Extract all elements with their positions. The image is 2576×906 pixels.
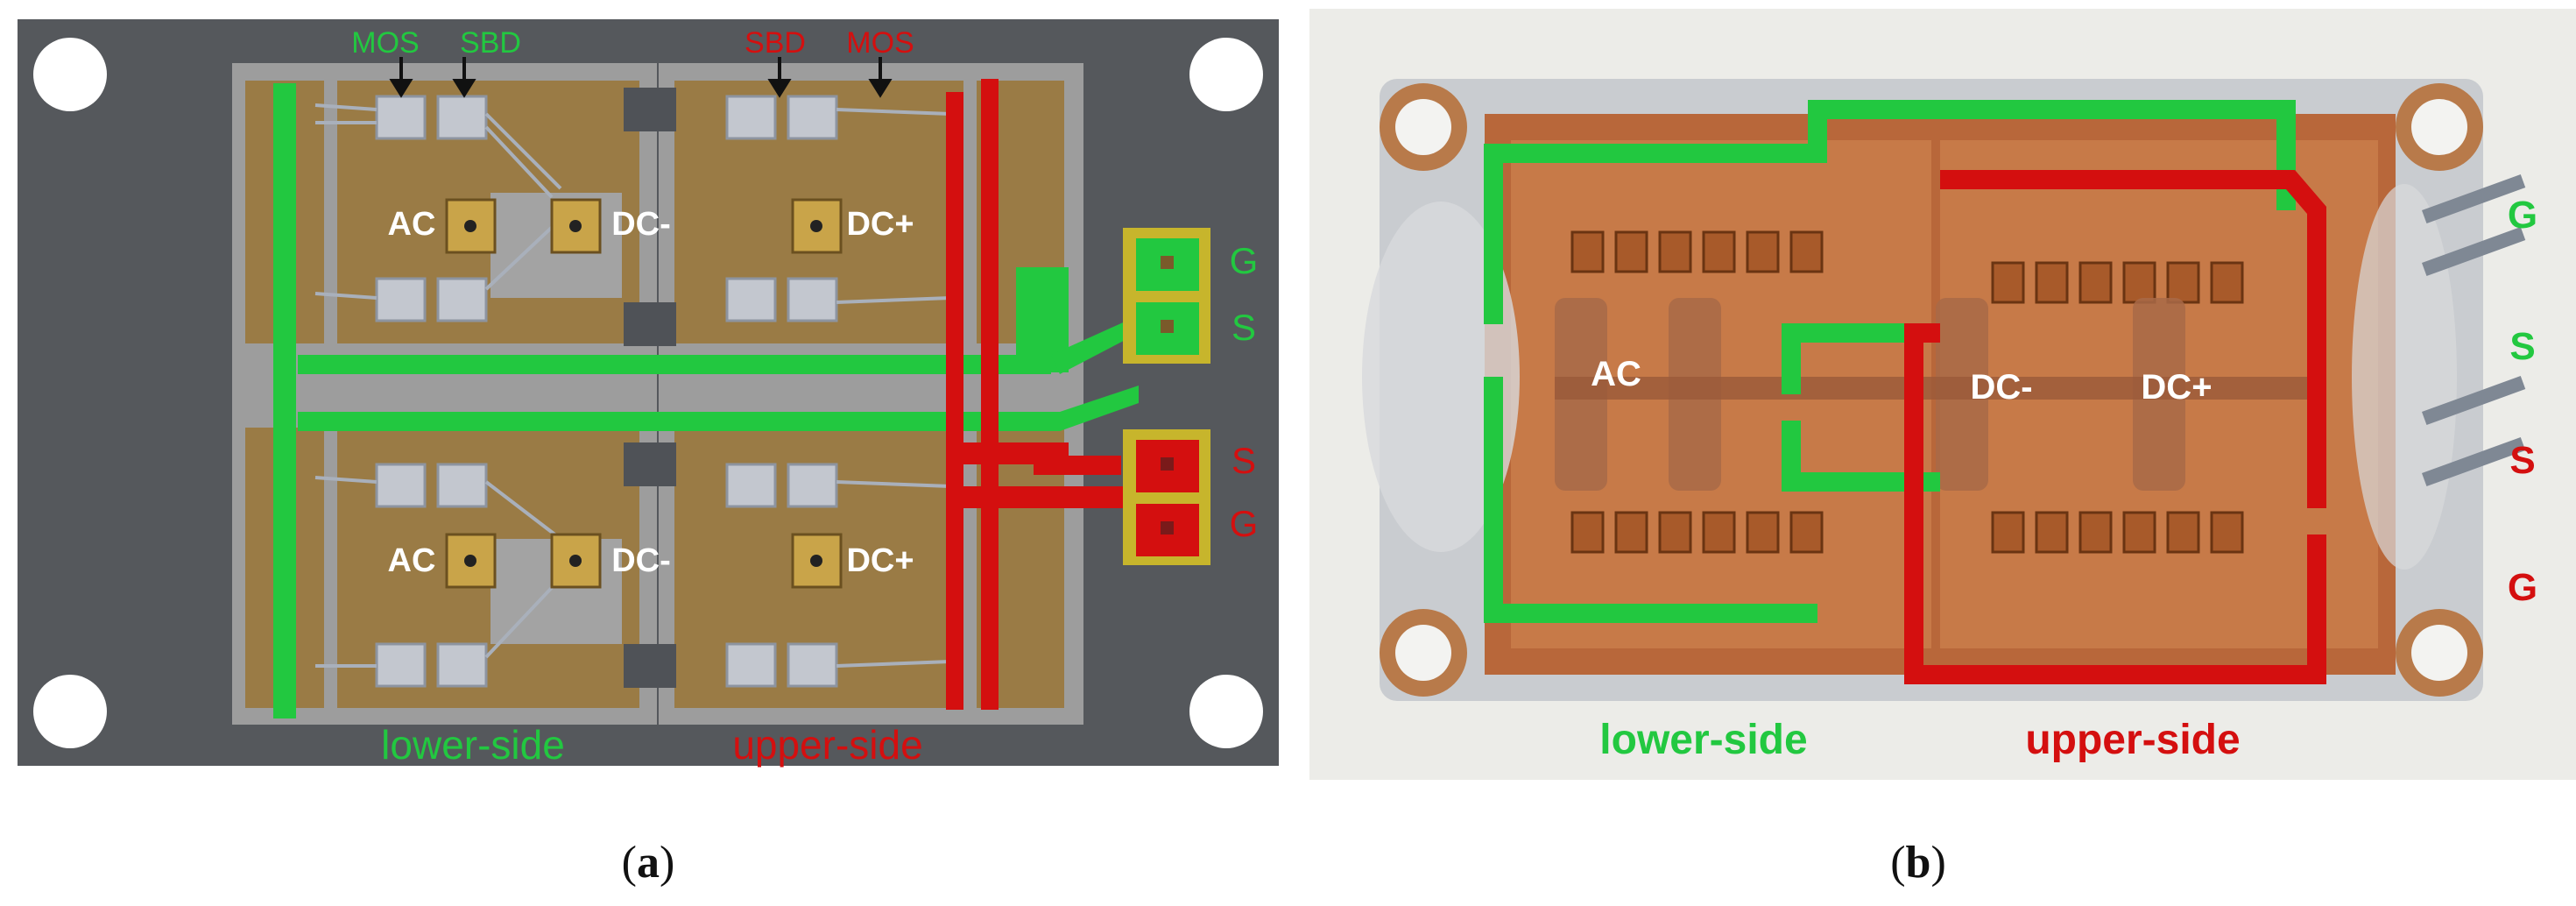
- terminal-dcp-bottom: DC+: [846, 542, 914, 579]
- upper-side-outline: [1904, 170, 2326, 684]
- caption-b-letter: b: [1905, 838, 1931, 888]
- substrate-bridges: [624, 88, 676, 688]
- terminal-ac-bottom: AC: [388, 542, 436, 579]
- terminal-ac-top: AC: [388, 206, 436, 243]
- terminal-dcp-top: DC+: [846, 206, 914, 243]
- mounting-hole: [33, 675, 107, 748]
- label-mos-upper: MOS: [846, 26, 914, 60]
- terminal-pads: [445, 198, 843, 589]
- pin-g-upper: G: [1230, 503, 1259, 544]
- mounting-hole: [1189, 675, 1263, 748]
- terminal-dcp: DC+: [2141, 368, 2212, 407]
- caption-a: (a): [561, 837, 736, 888]
- terminal-dcm: DC-: [1970, 368, 2032, 407]
- gate-pin-pads-upper: [1123, 429, 1210, 565]
- busbar: [1555, 377, 2308, 400]
- pin-g-upper: G: [2508, 566, 2537, 609]
- label-sbd-lower: SBD: [460, 26, 521, 60]
- label-mos-lower: MOS: [351, 26, 419, 60]
- caption-b-open: (: [1890, 838, 1906, 888]
- pin-s-lower: S: [1232, 307, 1256, 348]
- label-lower-side: lower-side: [381, 722, 565, 768]
- panel-a-layout-diagram: MOS SBD SBD MOS AC DC- DC+ AC DC- DC+ G …: [18, 19, 1279, 768]
- pin-s-upper: S: [2509, 439, 2535, 482]
- mounting-holes: [1380, 83, 2483, 697]
- pin-s-upper: S: [1232, 440, 1256, 481]
- lower-side-gate-traces: [273, 83, 1139, 718]
- mounting-hole: [33, 38, 107, 111]
- caption-a-letter: a: [637, 838, 660, 888]
- semiconductor-dies: [1570, 230, 2244, 554]
- upper-side-gate-traces: [946, 79, 1139, 710]
- label-upper-side: upper-side: [732, 722, 922, 768]
- terminal-dcm-top: DC-: [611, 206, 671, 243]
- pin-g-lower: G: [1230, 240, 1259, 281]
- terminal-dcm-bottom: DC-: [611, 542, 671, 579]
- pin-s-lower: S: [2509, 325, 2535, 368]
- caption-b-close: ): [1930, 838, 1946, 888]
- label-upper-side: upper-side: [2025, 717, 2240, 763]
- pin-g-lower: G: [2508, 194, 2537, 237]
- silicone-gel: [1362, 202, 1520, 552]
- pointer-arrows: [389, 57, 893, 98]
- panel-b-module-photo: AC DC- DC+ G S S G lower-side upper-side: [1309, 9, 2576, 780]
- label-sbd-upper: SBD: [745, 26, 806, 60]
- caption-b: (b): [1831, 837, 2006, 888]
- bond-wires: [314, 103, 951, 668]
- gate-pins: [2422, 173, 2526, 487]
- mounting-hole: [1189, 38, 1263, 111]
- lower-side-outline: [1484, 100, 2296, 623]
- caption-a-open: (: [621, 838, 637, 888]
- silicone-gel: [2352, 184, 2457, 570]
- terminal-ac: AC: [1591, 355, 1641, 393]
- label-lower-side: lower-side: [1599, 717, 1807, 763]
- caption-a-close: ): [660, 838, 675, 888]
- gate-pin-pads-lower: [1123, 228, 1210, 364]
